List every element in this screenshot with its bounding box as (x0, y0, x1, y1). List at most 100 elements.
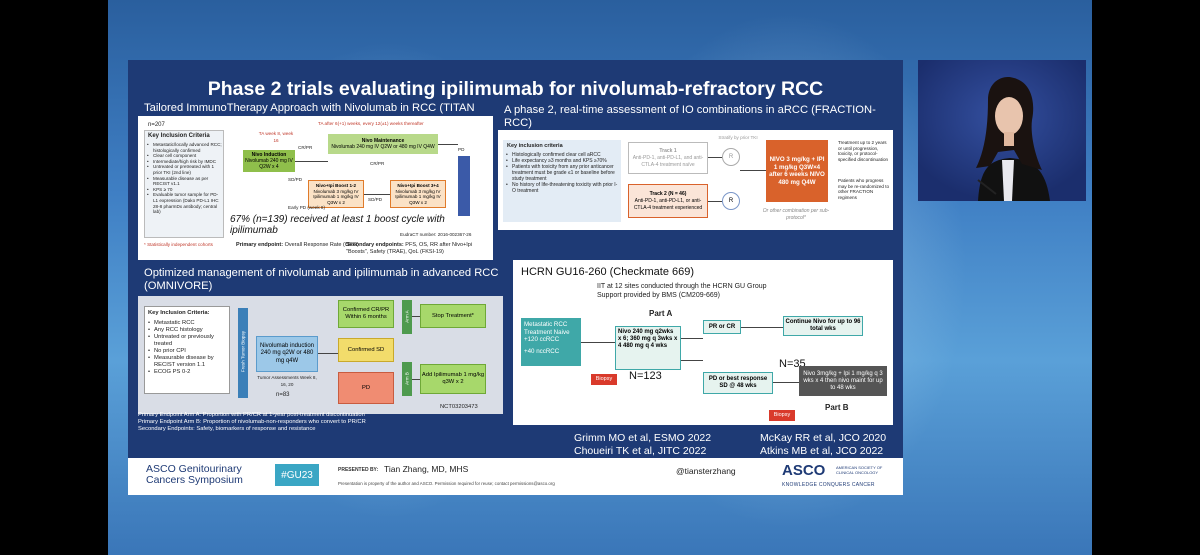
arrow (681, 360, 703, 361)
ref-atkins: Atkins MB et al, JCO 2022 (760, 445, 884, 457)
titan-criteria-list: Metastatic/locally advanced RCC; histolo… (147, 142, 223, 215)
hcrn-title: HCRN GU16-260 (Checkmate 669) (521, 266, 695, 278)
titan-followup-bar (458, 156, 470, 216)
omnivore-diagram: Key Inclusion Criteria: Metastatic RCC A… (138, 296, 503, 414)
fraction-criteria-list: Histologically confirmed clear cell aRCC… (506, 152, 619, 194)
footer-disclaimer: Presentation is property of the author a… (338, 481, 555, 486)
hcrn-nivo-ipi: Nivo 3mg/kg + Ipi 1 mg/kg q 3 wks x 4 th… (799, 366, 887, 396)
list-item: Any RCC histology (148, 327, 228, 334)
hcrn-part-a: Part A (649, 309, 673, 318)
fraction-criteria-title: Key inclusion criteria (507, 143, 563, 149)
list-item: Untreated or previously treated (148, 334, 228, 348)
hcrn-biopsy-2: Biopsy (769, 410, 795, 421)
fraction-random-1: R (722, 148, 740, 166)
omnivore-endpoints: Primary Endpoint Arm A: Proportion with … (138, 412, 508, 433)
hcrn-naive-label: Metastatic RCC Treatment Naive (524, 321, 570, 336)
titan-pd: PD (458, 147, 465, 152)
titan-criteria-box: Key Inclusion Criteria Metastatic/locall… (144, 130, 224, 238)
arrow (741, 327, 783, 328)
titan-boost34-label: Nivo+Ipi Boost 3+4 (397, 183, 439, 188)
arrow (681, 338, 703, 339)
titan-primary-value: Overall Response Rate (ORR) (284, 242, 359, 248)
titan-crpr: CR/PR (298, 145, 313, 150)
hcrn-n123: N=123 (629, 370, 662, 382)
list-item: No history of life-threatening toxicity … (506, 182, 619, 194)
omnivore-criteria-box: Key Inclusion Criteria: Metastatic RCC A… (144, 306, 230, 394)
hcrn-n35: N=35 (779, 358, 806, 370)
arrow (412, 379, 420, 380)
fraction-track1-label: Track 1 (659, 147, 677, 154)
fraction-random-2: R (722, 192, 740, 210)
slide-footer: ASCO Genitourinary Cancers Symposium #GU… (128, 458, 903, 495)
omnivore-arm-a-bar: Arm A (402, 300, 412, 334)
titan-primary: Primary endpoint: Overall Response Rate … (236, 242, 359, 249)
hcrn-naive: Metastatic RCC Treatment Naive +120 ccRC… (521, 318, 581, 366)
fraction-track2: Track 2 (N = 46) Anti-PD-1, anti-PD-L1, … (628, 184, 708, 218)
arrow (773, 382, 799, 383)
fraction-arm: NIVO 3 mg/kg + IPI 1 mg/kg Q3W×4 after 6… (766, 140, 828, 202)
hcrn-diagram: HCRN GU16-260 (Checkmate 669) IIT at 12 … (513, 260, 893, 425)
arrow (708, 201, 722, 202)
asco-tagline: KNOWLEDGE CONQUERS CANCER (782, 482, 875, 488)
titan-boost34-dose: Nivolumab 3 mg/kg IV Ipilimumab 1 mg/kg … (395, 188, 441, 205)
list-item: KPS ≥ 70 (147, 187, 223, 193)
hcrn-pdsd: PD or best response SD @ 48 wks (703, 372, 773, 394)
hcrn-naive-ncc: +40 nccRCC (524, 347, 560, 355)
omnivore-ep3: Secondary Endpoints: Safety, biomarkers … (138, 426, 316, 432)
fraction-outcome-2: Patients who progress may be re-randomiz… (838, 178, 890, 200)
omnivore-arm-b: Arm B (404, 372, 410, 385)
asco-sub2: CLINICAL ONCOLOGY (836, 470, 879, 475)
omnivore-arm-a: Arm A (404, 310, 410, 323)
asco-logo: ASCO (782, 462, 826, 479)
fraction-track1: Track 1 Anti-PD-1, anti-PD-L1, and anti-… (628, 142, 708, 174)
omnivore-side-label: Fresh Tumor Biopsy (240, 330, 246, 373)
titan-n: n=207 (148, 122, 165, 128)
arrow (318, 353, 338, 354)
presentation-slide: Phase 2 trials evaluating ipilimumab for… (128, 60, 903, 495)
titan-nivo-induction-label: Nivo Induction (251, 152, 287, 158)
titan-secondary: Secondary endpoints: PFS, OS, RR after N… (346, 242, 491, 256)
titan-primary-label: Primary endpoint: (236, 242, 284, 248)
speaker-video (918, 60, 1086, 201)
slide-title: Phase 2 trials evaluating ipilimumab for… (207, 78, 824, 100)
fraction-outcome-1: Treatment up to 2 years or until progres… (838, 140, 889, 162)
omnivore-arm-b-bar: Arm B (402, 362, 412, 396)
titan-boost12-label: Nivo+Ipi Boost 1-2 (315, 183, 357, 188)
fraction-criteria-box: Key inclusion criteria Histologically co… (503, 140, 621, 222)
titan-boost12-dose: Nivolumab 3 mg/kg IV Ipilimumab 1 mg/kg … (313, 188, 359, 205)
list-item: ECOG PS 0-2 (148, 369, 228, 376)
omnivore-n: n=83 (276, 392, 290, 398)
asco-gu-logo: ASCO Genitourinary Cancers Symposium (146, 464, 243, 486)
asco-gu-line1: ASCO Genitourinary (146, 463, 242, 475)
presenter-handle: @tiansterzhang (676, 466, 736, 476)
titan-secondary-label: Secondary endpoints: (346, 242, 404, 248)
list-item: No prior CPI (148, 348, 228, 355)
titan-early-pd: Early PD (week 8) (288, 205, 326, 210)
list-item: Metastatic/locally advanced RCC; histolo… (147, 142, 223, 153)
titan-nivo-maint-dose: Nivolumab 240 mg IV Q2W or 480 mg IV Q4W (331, 144, 435, 150)
arrow (740, 170, 766, 171)
omnivore-add-ipi: Add Ipilimumab 1 mg/kg q3W x 2 (420, 364, 486, 394)
ref-choueiri: Choueiri TK et al, JITC 2022 (574, 445, 707, 457)
arrow (364, 194, 390, 195)
hcrn-biopsy-1: Biopsy (591, 374, 617, 385)
omnivore-biopsy-bar: Fresh Tumor Biopsy (238, 308, 248, 398)
hcrn-part-b: Part B (825, 403, 849, 412)
hcrn-iit: IIT at 12 sites conducted through the HC… (597, 283, 767, 290)
omnivore-ep2: Primary Endpoint Arm B: Proportion of ni… (138, 419, 366, 425)
titan-boost-3-4: Nivo+Ipi Boost 3+4 Nivolumab 3 mg/kg IV … (390, 180, 446, 208)
hashtag-badge: #GU23 (275, 464, 319, 486)
list-item: Life expectancy ≥3 months and KPS ≥70% (506, 158, 619, 164)
hcrn-support: Support provided by BMS (CM209-669) (597, 292, 720, 299)
omnivore-criteria-title: Key Inclusion Criteria: (148, 310, 210, 316)
titan-criteria-note: * Statistically independent cohorts (144, 242, 213, 247)
omnivore-title: Optimized management of nivolumab and ip… (144, 267, 499, 292)
arrow (708, 157, 722, 158)
hcrn-prcr: PR or CR (703, 320, 741, 334)
list-item: Evaluable tumor sample for PD-L1 express… (147, 192, 223, 214)
omnivore-tumor-assess: Tumor Assessments Week 8, 16, 20 (257, 375, 317, 387)
omnivore-pd: PD (338, 372, 394, 404)
titan-boost-1-2: Nivo+Ipi Boost 1-2 Nivolumab 3 mg/kg IV … (308, 180, 364, 208)
list-item: Untreated or pretreated with 1 prior TKI… (147, 164, 223, 175)
presented-by-label: PRESENTED BY: (338, 467, 379, 473)
